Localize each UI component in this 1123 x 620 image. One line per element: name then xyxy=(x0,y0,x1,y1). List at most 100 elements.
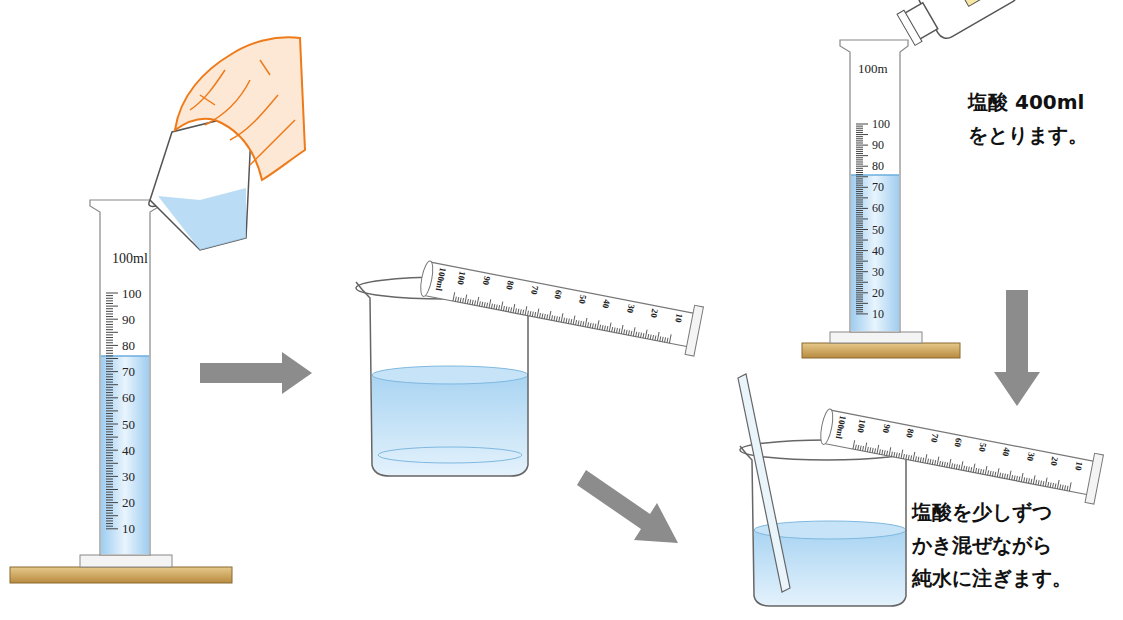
tick xyxy=(856,212,863,213)
tick xyxy=(1035,480,1037,485)
tick xyxy=(856,269,863,270)
tick xyxy=(662,337,664,342)
tick xyxy=(1045,478,1047,487)
scale-label: 20 xyxy=(649,308,660,319)
tick xyxy=(889,447,891,456)
tick xyxy=(106,502,118,503)
tick xyxy=(856,157,863,158)
scale-label: 50 xyxy=(872,224,884,236)
scale-label: 90 xyxy=(480,275,491,286)
tick xyxy=(963,466,965,471)
tick xyxy=(856,286,863,287)
tick xyxy=(638,332,640,337)
tick xyxy=(973,464,975,473)
tick xyxy=(1021,473,1023,482)
tick xyxy=(856,254,863,255)
graduated-cylinder xyxy=(802,40,960,358)
tick xyxy=(994,472,996,477)
tick xyxy=(106,471,113,472)
scale-ticks xyxy=(853,440,1071,491)
tick xyxy=(657,332,659,341)
tick xyxy=(953,464,955,469)
scale-label: 40 xyxy=(872,245,884,257)
tick xyxy=(856,153,863,154)
tick xyxy=(106,523,113,524)
instruction-note: 塩酸を少しずつ かき混ぜながら 純水に注ぎます。 xyxy=(912,496,1112,595)
tick xyxy=(106,413,113,414)
tick xyxy=(1067,486,1069,491)
tick xyxy=(573,316,575,325)
tick xyxy=(520,309,522,314)
tick xyxy=(481,302,483,307)
tick xyxy=(106,520,113,521)
tick xyxy=(856,250,868,251)
tick xyxy=(505,306,507,311)
tick xyxy=(903,454,905,459)
tick xyxy=(592,323,594,328)
scale-ticks xyxy=(453,292,671,343)
tick xyxy=(856,161,863,162)
tick xyxy=(106,397,118,398)
tick xyxy=(886,451,888,456)
scale-label: 30 xyxy=(872,266,884,278)
tick xyxy=(650,335,652,340)
tick xyxy=(856,221,863,222)
tick xyxy=(856,237,863,238)
tick xyxy=(856,208,868,209)
scale-label: 50 xyxy=(976,442,987,453)
tick xyxy=(106,429,113,430)
tick xyxy=(580,321,582,326)
tick xyxy=(856,210,863,211)
tick xyxy=(1047,482,1049,487)
scale-label: 100ml xyxy=(834,415,847,440)
tick xyxy=(587,322,589,327)
tick xyxy=(529,311,531,316)
scale-label: 60 xyxy=(952,437,963,448)
tick xyxy=(597,320,599,329)
tick xyxy=(498,305,500,310)
scale-label: 50 xyxy=(122,418,135,431)
tick xyxy=(980,469,982,474)
tick xyxy=(856,305,863,306)
tick xyxy=(932,460,934,465)
tick xyxy=(856,168,863,169)
tick xyxy=(992,471,994,476)
tick xyxy=(474,300,476,305)
tick xyxy=(106,366,113,367)
tick xyxy=(856,261,868,262)
tick xyxy=(1004,474,1006,479)
scale-label: 60 xyxy=(122,391,135,404)
tick xyxy=(856,229,868,230)
tick xyxy=(856,275,863,276)
scale-label: 60 xyxy=(552,289,563,300)
scale-label: 20 xyxy=(122,496,135,509)
tick xyxy=(513,304,515,313)
tick xyxy=(857,445,859,450)
tick xyxy=(856,189,863,190)
tick xyxy=(106,389,113,390)
tick xyxy=(975,468,977,473)
tick xyxy=(106,526,113,527)
tick xyxy=(106,465,113,466)
tick xyxy=(856,191,863,192)
tick xyxy=(532,312,534,317)
tick xyxy=(106,306,118,307)
tick xyxy=(106,518,113,519)
tick xyxy=(106,460,113,461)
tick xyxy=(635,332,637,337)
tick xyxy=(106,358,118,359)
tick xyxy=(106,293,118,294)
tick xyxy=(544,314,546,319)
tick xyxy=(856,225,863,226)
tick xyxy=(856,197,868,198)
tick xyxy=(891,452,893,457)
tick xyxy=(106,505,113,506)
tick xyxy=(106,442,113,443)
tick xyxy=(1009,471,1011,480)
tick xyxy=(561,313,563,322)
tick xyxy=(106,515,118,516)
tick xyxy=(515,308,517,313)
tick xyxy=(106,379,113,380)
tick xyxy=(1014,476,1016,481)
